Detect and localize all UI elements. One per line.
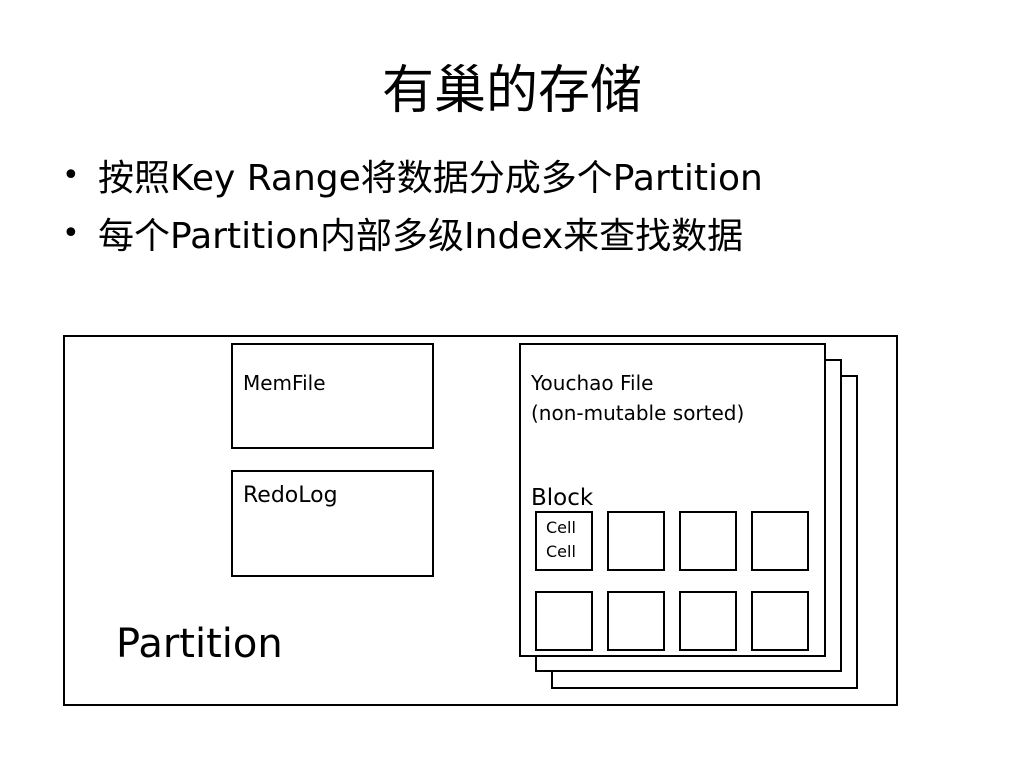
bullet-text: 按照Key Range将数据分成多个Partition: [98, 158, 763, 199]
block-label: Block: [531, 485, 594, 511]
partition-label: Partition: [116, 621, 283, 667]
redolog-box: RedoLog: [231, 470, 434, 577]
memfile-box: MemFile: [231, 343, 434, 449]
block-cell: Cell Cell: [535, 511, 593, 571]
slide-title: 有巢的存储: [381, 61, 642, 121]
block-cell: [679, 511, 737, 571]
bullet-text: 每个Partition内部多级Index来查找数据: [98, 216, 744, 257]
file-label-line2: (non-mutable sorted): [531, 401, 745, 425]
bullet-item: • 按照Key Range将数据分成多个Partition: [62, 146, 962, 204]
cell-label: Cell: [546, 518, 576, 537]
block-cell: [679, 591, 737, 651]
block-cell: [607, 591, 665, 651]
block-cell: [751, 591, 809, 651]
cell-label: Cell: [546, 542, 576, 561]
block-cell: [535, 591, 593, 651]
bullet-dot-icon: •: [62, 157, 80, 193]
youchao-file-box: Youchao File (non-mutable sorted) Block …: [519, 343, 826, 657]
block-cell: [607, 511, 665, 571]
file-label-line1: Youchao File: [531, 371, 654, 395]
bullet-dot-icon: •: [62, 215, 80, 251]
memfile-label: MemFile: [243, 371, 326, 395]
block-cell: [751, 511, 809, 571]
bullet-list: • 按照Key Range将数据分成多个Partition • 每个Partit…: [62, 146, 962, 262]
bullet-item: • 每个Partition内部多级Index来查找数据: [62, 204, 962, 262]
redolog-label: RedoLog: [243, 483, 338, 508]
